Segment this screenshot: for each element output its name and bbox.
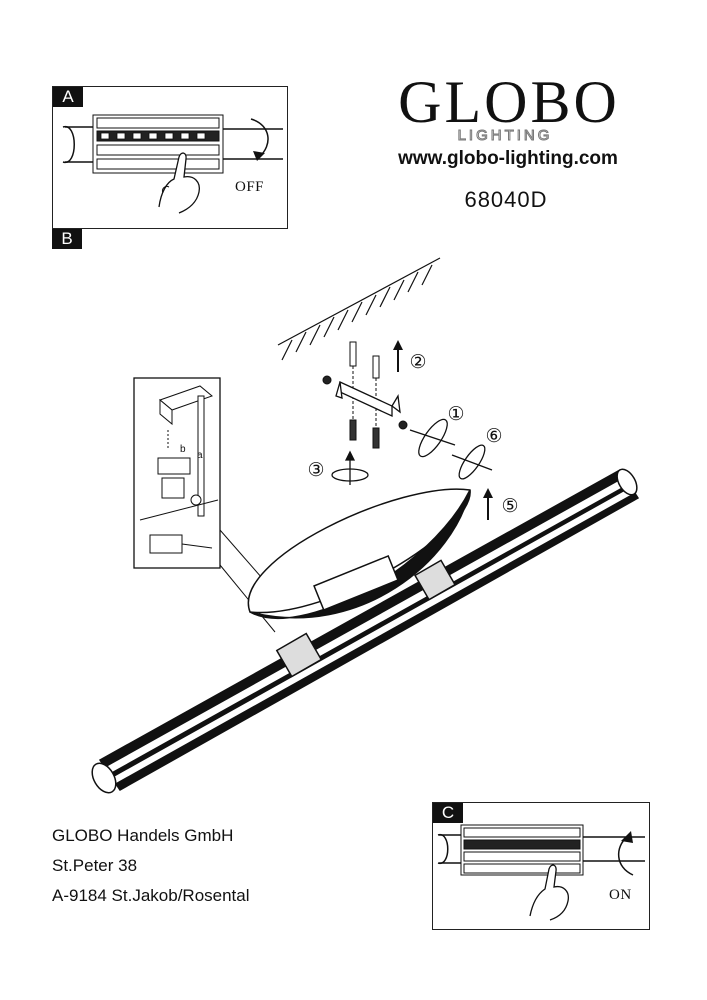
circuit-breaker-icon (437, 824, 645, 876)
panel-a-tag: A (53, 87, 83, 107)
panel-a-switch-off: A OFF (52, 86, 288, 229)
rotate-arrow-icon (618, 831, 634, 876)
step-5: ⑤ (501, 495, 518, 517)
switch-on-label: ON (609, 887, 632, 903)
panel-c-tag: C (433, 803, 463, 823)
step-1: ① (447, 403, 464, 425)
panel-c-switch-on: C ON (432, 802, 650, 930)
brand-logo: GLOBO (398, 69, 620, 135)
detail-label-b: b (180, 444, 186, 455)
company-city: A-9184 St.Jakob/Rosental (52, 886, 250, 905)
step-markers: ① ② ③ ④ ⑤ ⑥ (137, 351, 518, 517)
panel-b-tag: B (52, 229, 82, 249)
company-street: St.Peter 38 (52, 856, 138, 875)
hand-icon (158, 152, 200, 214)
rotate-arrow-icon (250, 118, 269, 161)
detail-label-a: a (197, 450, 203, 461)
circuit-breaker-icon (62, 114, 283, 174)
brand-url: www.globo-lighting.com (398, 148, 618, 169)
led-bar-icon (91, 468, 640, 794)
step-2: ② (409, 351, 426, 373)
switch-off-label: OFF (235, 179, 265, 195)
step-6: ⑥ (485, 425, 502, 447)
canopy (247, 488, 471, 619)
model-number: 68040D (464, 187, 548, 212)
screw-icon (322, 341, 408, 449)
step-4: ④ (137, 411, 154, 433)
mounting-bracket-icon (335, 380, 401, 418)
step-3: ③ (307, 459, 324, 481)
company-name: GLOBO Handels GmbH (52, 826, 234, 845)
hand-icon (529, 864, 569, 921)
brand-subtitle: LIGHTING (457, 127, 553, 144)
ceiling-hatch (277, 257, 441, 361)
